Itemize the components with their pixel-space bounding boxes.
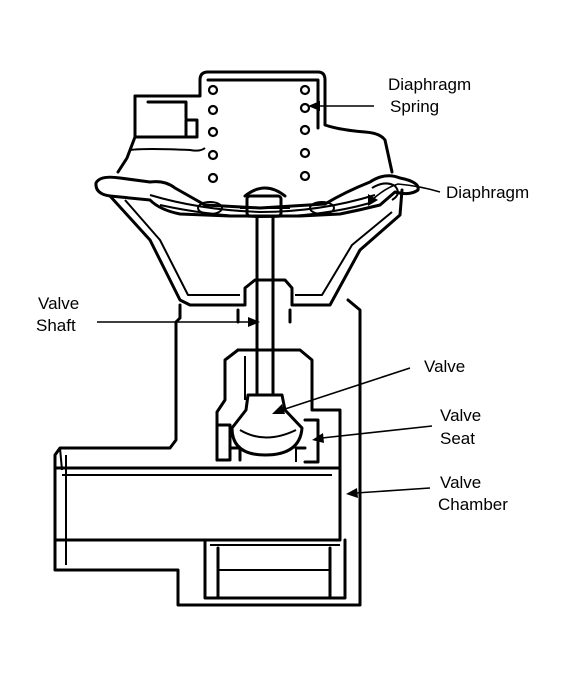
valve-head bbox=[230, 393, 304, 457]
diaphragm-spring-coils bbox=[207, 84, 311, 184]
valve-chamber-label-line2: Chamber bbox=[438, 495, 508, 514]
lower-diaphragm-housing bbox=[108, 188, 404, 307]
leader-lines bbox=[97, 101, 441, 498]
diaphragm-spring-label-line2: Spring bbox=[390, 97, 439, 116]
valve-chamber-label-line1: Valve bbox=[440, 473, 481, 492]
diaphragm-label: Diaphragm bbox=[446, 183, 529, 202]
valve-body bbox=[53, 298, 362, 607]
valve-seat-label-line1: Valve bbox=[440, 406, 481, 425]
valve-label: Valve bbox=[424, 357, 465, 376]
diaphragm-center-plate bbox=[240, 186, 290, 218]
diaphragm-housing bbox=[116, 70, 394, 174]
valve-chamber bbox=[53, 466, 347, 600]
valve-shaft bbox=[255, 214, 275, 397]
valve-shaft-label-line1: Valve bbox=[38, 294, 79, 313]
valve-inner-cavity bbox=[215, 348, 314, 462]
valve-seat-label-line2: Seat bbox=[440, 429, 475, 448]
valve-shaft-label-line2: Shaft bbox=[36, 316, 76, 335]
diaphragm-spring-label-line1: Diaphragm bbox=[388, 75, 471, 94]
labels: Diaphragm Spring Diaphragm Valve Shaft V… bbox=[36, 75, 529, 514]
